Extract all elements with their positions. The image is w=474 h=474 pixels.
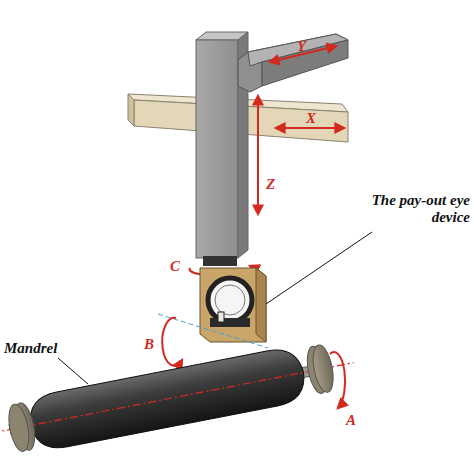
column-front — [196, 40, 238, 258]
right-flange — [310, 343, 337, 394]
leader-line — [266, 232, 372, 304]
device-housing — [200, 268, 266, 342]
column-foot — [203, 256, 237, 266]
arm-body — [238, 34, 348, 92]
leader-line — [58, 358, 88, 384]
a-rotation-arrow — [330, 352, 345, 408]
beam-end — [128, 94, 134, 126]
axis-letter: B — [144, 336, 154, 353]
axis-letter: C — [170, 258, 180, 275]
b-axis-line — [158, 314, 268, 348]
mandrel — [0, 335, 359, 463]
eye-inner — [215, 285, 245, 315]
mandrel-axis — [0, 363, 354, 436]
axis-letter: X — [306, 110, 316, 127]
left-flange-back — [5, 402, 32, 453]
x-axis-arrow — [276, 127, 344, 129]
callout-label: Mandrel — [4, 340, 57, 357]
axis-letter: Y — [297, 38, 306, 55]
eye-guide — [210, 318, 250, 327]
callout-label: The pay-out eye device — [358, 192, 470, 226]
axis-letter: Z — [266, 176, 275, 193]
eye-ring — [208, 278, 252, 322]
z-axis-arrow — [257, 96, 259, 214]
axis-letter: A — [346, 412, 356, 429]
payout-eye-device — [200, 268, 266, 342]
y-arm — [238, 34, 348, 92]
device-side — [256, 268, 266, 342]
b-rotation-arrow — [162, 318, 182, 366]
eye-tip — [218, 312, 224, 322]
